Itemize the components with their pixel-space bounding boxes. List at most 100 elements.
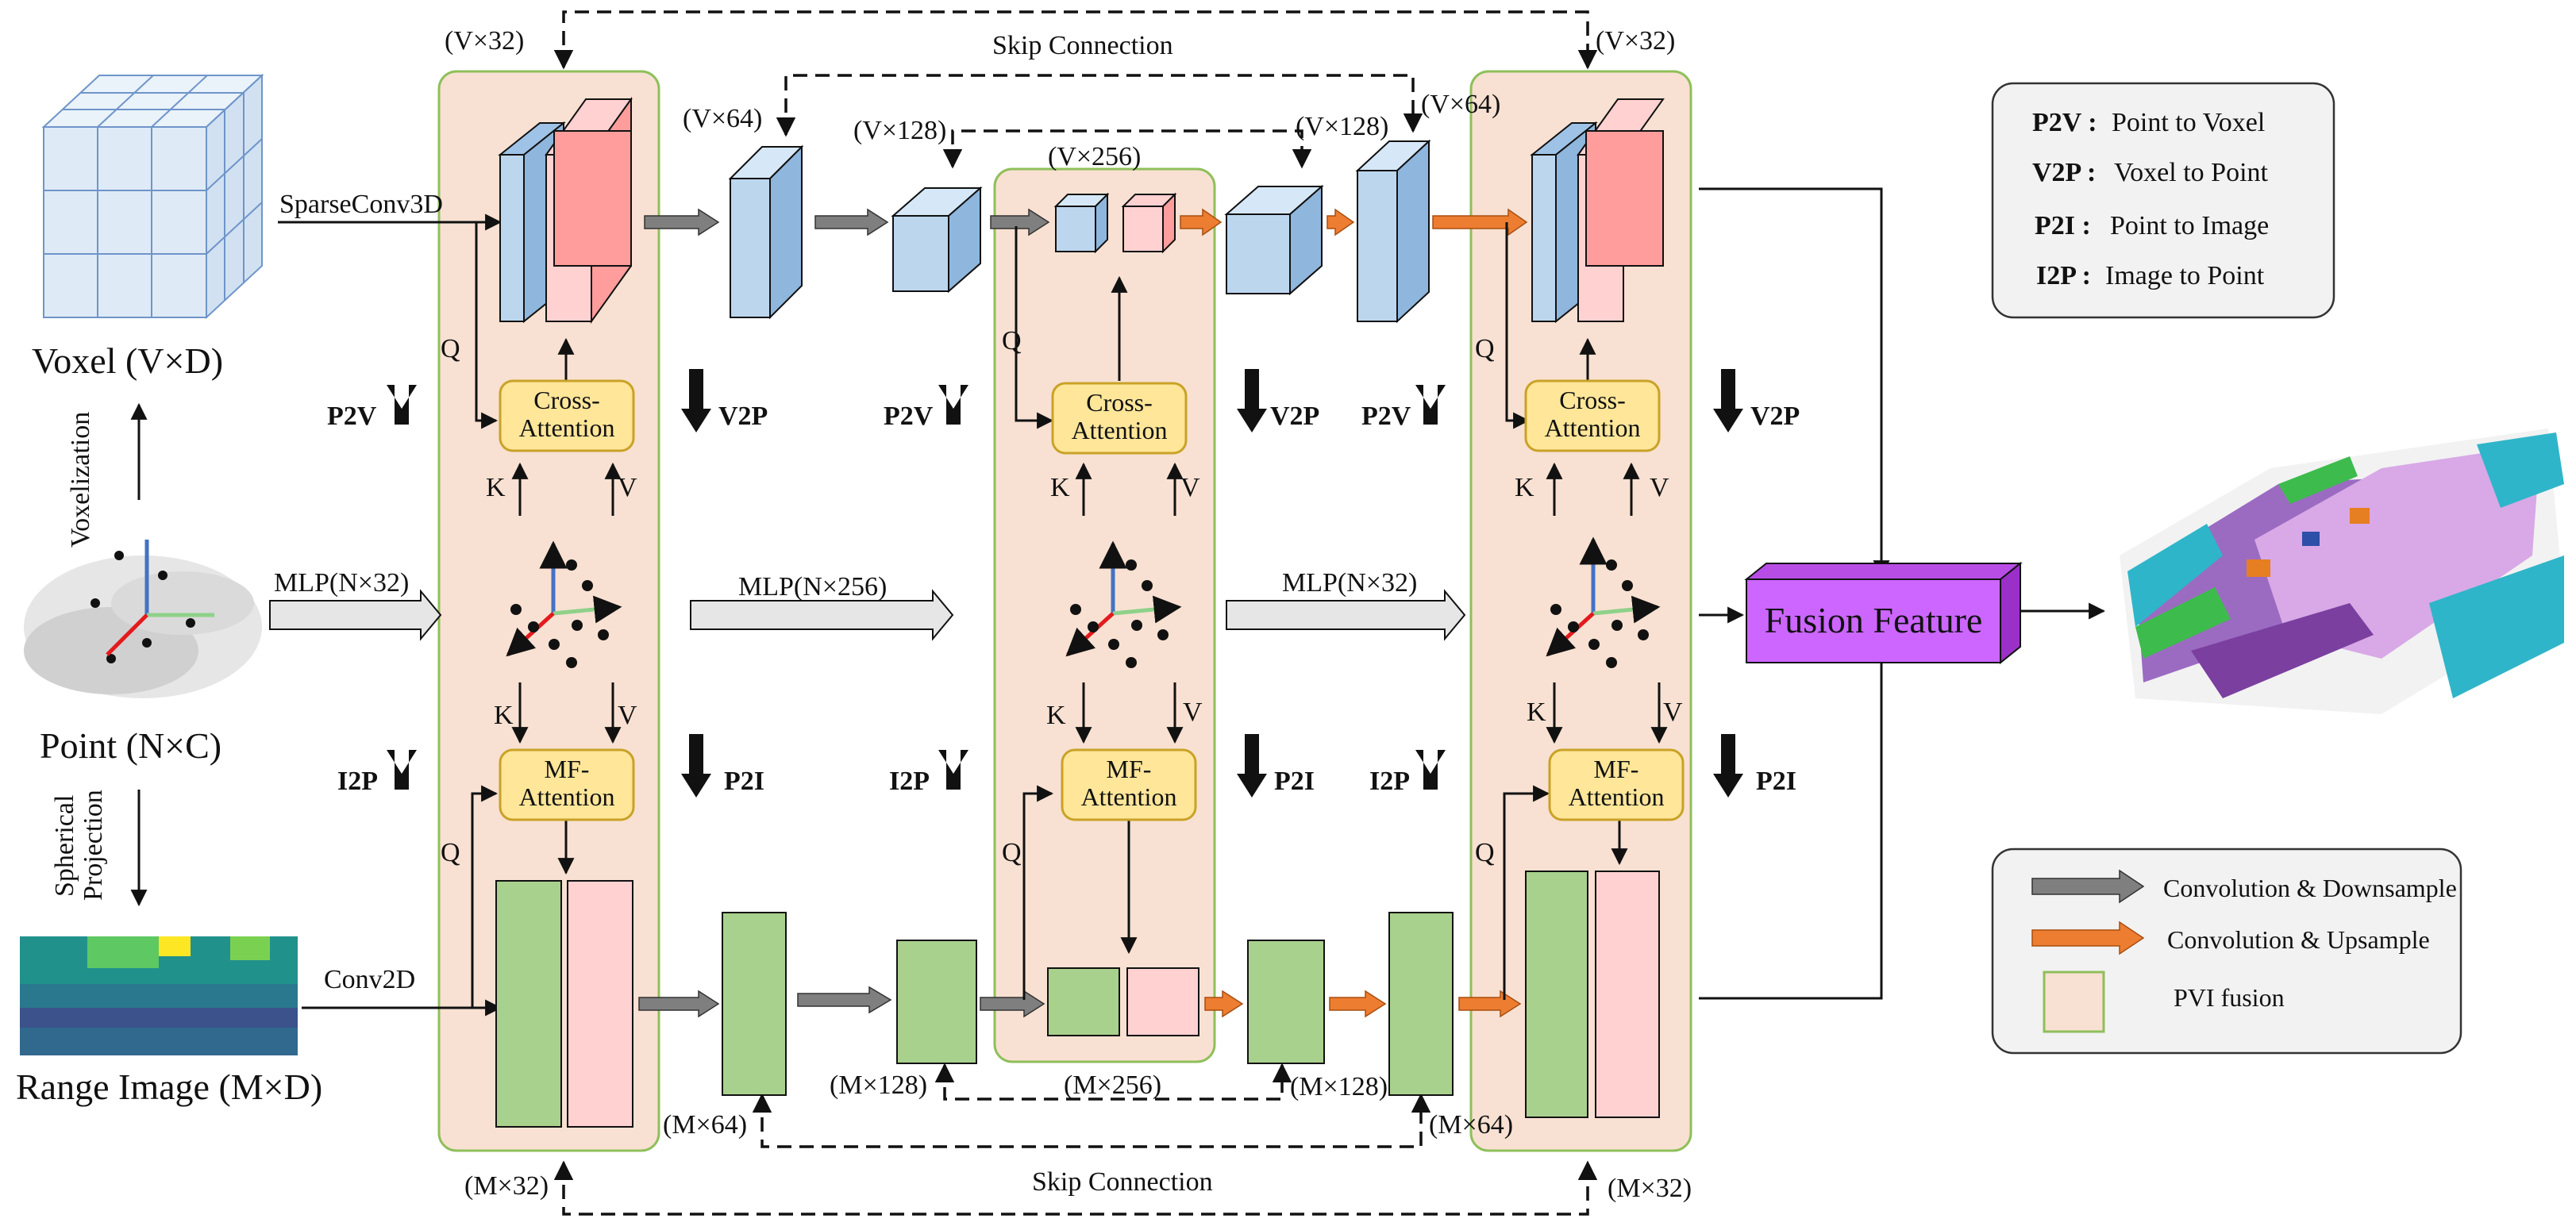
svg-text:V2P: V2P [1750, 402, 1800, 431]
svg-text:(M×256): (M×256) [1064, 1070, 1161, 1100]
svg-text:K: K [1050, 473, 1070, 502]
cross-attention-box-1 [499, 379, 635, 452]
range-feature-block-m256-a [1047, 967, 1120, 1036]
range-feature-block-m64-right [1388, 912, 1454, 1096]
svg-text:P2I: P2I [724, 767, 764, 796]
svg-text:K: K [1046, 701, 1066, 730]
voxel-feature-block-v128-right [1224, 184, 1324, 296]
upsample-arrows-voxel [1180, 208, 1528, 236]
mf-attention-1-line2: Attention [519, 782, 615, 811]
svg-text:P2V :: P2V : [2032, 108, 2097, 137]
svg-text:Q: Q [1002, 326, 1022, 356]
svg-text:V2P: V2P [1270, 402, 1319, 431]
svg-text:V2P: V2P [718, 402, 768, 431]
svg-text:(V×128): (V×128) [1296, 112, 1388, 141]
mf-attention-2-line1: MF- [1107, 755, 1152, 783]
svg-text:K: K [1515, 473, 1534, 502]
mlp-label-3: MLP(N×32) [1282, 568, 1417, 598]
fusion-feature-label: Fusion Feature [1765, 600, 1983, 640]
svg-text:P2V: P2V [1361, 402, 1411, 431]
voxel-label: Voxel (V×D) [32, 340, 223, 381]
svg-text:(M×64): (M×64) [1429, 1110, 1513, 1140]
svg-text:V: V [1180, 473, 1200, 502]
svg-text:(M×32): (M×32) [464, 1171, 549, 1201]
range-feature-block-1a [495, 880, 562, 1128]
mlp-arrow-2 [690, 589, 954, 641]
conv2d-label: Conv2D [324, 965, 415, 994]
mf-attention-2-line2: Attention [1081, 782, 1177, 811]
range-feature-block-3b [1595, 871, 1660, 1118]
legend-downsample-label: Convolution & Downsample [2163, 874, 2457, 902]
svg-text:P2I: P2I [1756, 767, 1796, 796]
sparseconv3d-label: SparseConv3D [279, 190, 443, 219]
dimension-labels: (V×32) (V×32) (V×64) (V×64) (V×128) (V×1… [445, 26, 1692, 1203]
point-axes-icon-1 [506, 540, 622, 668]
range-feature-block-1b [567, 880, 633, 1128]
mf-attention-box-1 [499, 748, 635, 821]
fusion-feature-box [1744, 561, 2023, 665]
svg-text:K: K [1527, 698, 1546, 727]
range-image-label: Range Image (M×D) [16, 1067, 322, 1107]
mlp-label-1: MLP(N×32) [274, 568, 409, 598]
upsample-arrows-range [1204, 990, 1522, 1018]
cross-attention-box-3 [1524, 379, 1661, 452]
svg-text:V2P :: V2P : [2032, 158, 2096, 187]
downsample-arrows-range [638, 986, 1045, 1018]
cross-attention-1-line2: Attention [519, 413, 615, 442]
range-image-input [20, 936, 298, 1055]
svg-text:Image to Point: Image to Point [2105, 261, 2265, 290]
legend-upsample-arrow-icon [2031, 921, 2145, 955]
legend-abbreviations-box [1991, 82, 2335, 319]
mf-attention-3-line2: Attention [1569, 782, 1665, 811]
cross-attention-2-line2: Attention [1072, 416, 1168, 444]
cross-attention-box-2 [1051, 382, 1188, 455]
svg-text:P2V: P2V [327, 402, 377, 431]
legend-abbreviations: P2V : Point to Voxel V2P : Voxel to Poin… [2032, 108, 2269, 290]
downsample-arrows-voxel [644, 208, 1050, 236]
skip-connections [553, 10, 1598, 1216]
svg-text:(V×32): (V×32) [445, 26, 524, 56]
svg-text:V: V [618, 701, 637, 730]
range-feature-block-3a [1525, 871, 1588, 1118]
svg-text:(V×32): (V×32) [1596, 26, 1675, 56]
point-cloud-input-image [24, 540, 262, 698]
svg-text:(V×64): (V×64) [683, 104, 762, 133]
pvi-fusion-panel-2 [993, 167, 1216, 1063]
mlp-label-2: MLP(N×256) [738, 572, 887, 602]
svg-text:I2P :: I2P : [2036, 261, 2091, 290]
svg-text:(V×256): (V×256) [1048, 142, 1141, 171]
mf-attention-box-3 [1548, 748, 1685, 821]
point-label: Point (N×C) [40, 725, 221, 766]
voxel-feature-block-3 [1530, 98, 1665, 324]
svg-text:Q: Q [1002, 838, 1022, 867]
svg-text:P2I :: P2I : [2035, 211, 2091, 240]
svg-text:Q: Q [441, 838, 460, 867]
qkv-labels: Q K V K V Q Q K V K V Q Q K V K V Q [441, 326, 1683, 867]
spherical-label-1: Spherical [50, 795, 79, 897]
mlp-arrow-1 [269, 589, 442, 641]
svg-text:P2V: P2V [884, 402, 934, 431]
mf-attention-1-line1: MF- [545, 755, 590, 783]
voxel-feature-block-v64-left [728, 144, 804, 320]
svg-text:I2P: I2P [1369, 767, 1410, 796]
svg-text:(M×32): (M×32) [1608, 1174, 1692, 1203]
cross-attention-2-line1: Cross- [1086, 388, 1153, 417]
svg-text:Q: Q [1475, 334, 1495, 363]
panel-connections [471, 187, 2106, 1008]
point-axes-icon-3 [1546, 536, 1661, 668]
svg-text:V: V [618, 473, 637, 502]
legend-downsample-arrow-icon [2031, 869, 2145, 904]
svg-text:V: V [1663, 698, 1683, 727]
svg-text:V: V [1650, 473, 1669, 502]
svg-text:Q: Q [1475, 838, 1495, 867]
svg-text:V: V [1183, 698, 1203, 727]
legend-operations-box [1991, 848, 2462, 1055]
svg-text:Q: Q [441, 334, 460, 363]
svg-text:(M×64): (M×64) [663, 1110, 747, 1140]
skip-connection-bottom-label: Skip Connection [1032, 1167, 1213, 1197]
svg-text:P2I: P2I [1274, 767, 1315, 796]
point-axes-icon-2 [1065, 540, 1182, 668]
voxel-feature-block-v64-right [1355, 139, 1431, 324]
